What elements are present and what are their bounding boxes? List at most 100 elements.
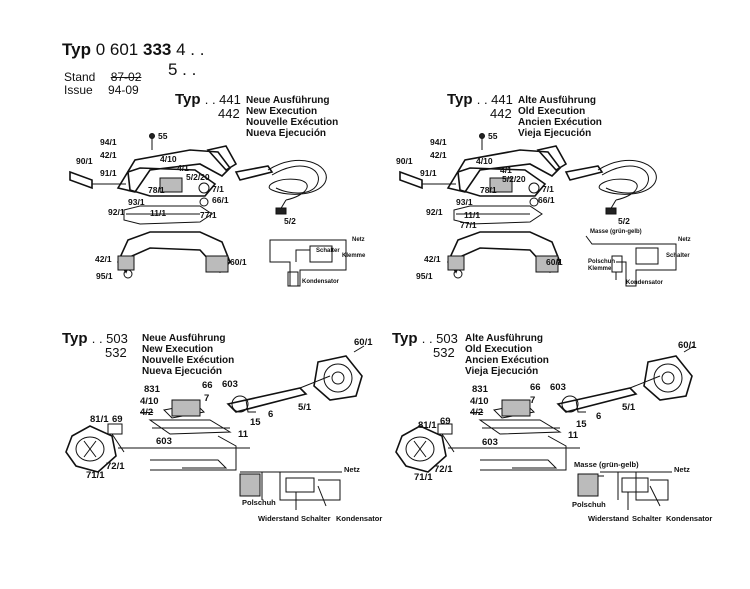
part-label: 603 (550, 382, 566, 393)
part-label: 11 (238, 429, 249, 440)
part-label: 603 (482, 437, 498, 448)
exec-en: Old Execution (465, 344, 533, 355)
wiring-label: Polschuh (242, 498, 276, 507)
part-label: 81/1 (90, 414, 109, 425)
exec-fr: Ancien Exécution (518, 117, 602, 128)
part-label: 92/1 (108, 207, 125, 217)
part-label: 71/1 (86, 470, 105, 481)
part-label: 11/1 (464, 210, 481, 220)
bottom-left-typ-number-1: . . 503 (91, 331, 128, 346)
part-label: 66/1 (538, 195, 555, 205)
part-label: 81/1 (418, 420, 437, 431)
bottom-left-typ-number-2: 532 (105, 345, 127, 360)
wiring-label: Masse (grün-gelb) (574, 460, 639, 469)
wiring-label: Schalter (301, 514, 331, 523)
wiring-label: Netz (678, 237, 691, 243)
part-label: 72/1 (434, 464, 453, 475)
part-label: 93/1 (456, 197, 473, 207)
part-label: 4/10 (470, 396, 489, 407)
part-label: 60/1 (546, 257, 563, 267)
stand-label: Stand (64, 70, 96, 84)
part-label: 77/1 (460, 220, 477, 230)
top-right-wiring (585, 235, 677, 287)
exec-es: Nueva Ejecución (142, 366, 223, 377)
stand-row: Stand 87-02 (64, 71, 141, 84)
wiring-label: Kondensator (626, 280, 664, 286)
exec-es: Nueva Ejecución (246, 128, 327, 139)
part-label: 60/1 (354, 337, 373, 348)
top-right-execution: Alte Ausführung Old Execution Ancien Exé… (518, 95, 602, 139)
part-label: 72/1 (106, 461, 125, 472)
part-suffix-line1: 4 . . (176, 40, 205, 59)
part-label: 95/1 (96, 271, 113, 281)
exec-en: New Execution (142, 344, 214, 355)
part-label: 11/1 (150, 208, 167, 218)
part-label: 6 (596, 411, 602, 422)
exec-de: Neue Ausführung (142, 333, 226, 344)
part-label: 42/1 (95, 254, 112, 264)
part-label: 91/1 (100, 168, 117, 178)
part-label: 78/1 (148, 185, 165, 195)
part-label: 15 (576, 419, 587, 430)
wiring-label: Schalter (316, 248, 340, 254)
issue-value: 94-09 (108, 83, 139, 97)
top-right-typ-number-2: 442 (490, 106, 512, 121)
bottom-left-execution: Neue Ausführung New Execution Nouvelle E… (142, 333, 234, 377)
part-label: 4/2 (140, 407, 154, 418)
wiring-label: Widerstand (258, 514, 299, 523)
top-left-typ-number-1: . . 441 (204, 92, 241, 107)
wiring-label: Schalter (632, 514, 662, 523)
part-label: 5/2/20 (186, 172, 210, 182)
part-label: 55 (158, 131, 168, 141)
part-label: 7/1 (542, 184, 554, 194)
part-label: 5/2 (618, 216, 630, 226)
part-label: 78/1 (480, 185, 497, 195)
typ-word: Typ (62, 40, 91, 59)
top-right-typ: Typ . . 441 (447, 91, 513, 108)
part-label: 831 (472, 384, 488, 395)
part-label: 60/1 (230, 257, 247, 267)
wiring-label: Kondensator (336, 514, 383, 523)
bottom-right-typ-number-2: 532 (433, 345, 455, 360)
exec-fr: Nouvelle Exécution (246, 117, 339, 128)
exec-de: Neue Ausführung (246, 95, 330, 106)
wiring-label: Polschuh (588, 259, 616, 265)
bottom-right-typ: Typ . . 503 (392, 330, 458, 347)
issue-label: Issue (64, 83, 93, 97)
bottom-right-typ-number-1: . . 503 (421, 331, 458, 346)
wiring-label: Netz (674, 465, 690, 474)
part-label: 4/10 (476, 156, 493, 166)
part-label: 60/1 (678, 340, 697, 351)
wiring-label: Kondensator (302, 279, 340, 285)
wiring-label: Masse (grün-gelb) (590, 229, 642, 235)
exec-fr: Nouvelle Exécution (142, 355, 235, 366)
part-label: 66/1 (212, 195, 229, 205)
bottom-right-shaft-assembly (395, 345, 695, 473)
exec-es: Vieja Ejecución (518, 128, 592, 139)
wiring-label: Netz (344, 465, 360, 474)
wiring-label: Schalter (666, 253, 690, 259)
part-label: 5/1 (622, 402, 636, 413)
top-right-handle-assembly (399, 133, 657, 279)
bottom-left-typ: Typ . . 503 (62, 330, 128, 347)
part-label: 7/1 (212, 184, 224, 194)
exec-de: Alte Ausführung (518, 95, 596, 106)
top-left-handle-assembly (69, 133, 347, 287)
part-label: 42/1 (430, 150, 447, 160)
part-label: 69 (440, 416, 451, 427)
part-label: 603 (156, 436, 172, 447)
part-label: 90/1 (396, 156, 413, 166)
wiring-label: Klemme (588, 266, 612, 272)
wiring-label: Widerstand (588, 514, 629, 523)
part-label: 66 (530, 382, 541, 393)
wiring-label: Klemme (342, 253, 366, 259)
bottom-right-execution: Alte Ausführung Old Execution Ancien Exé… (465, 333, 549, 377)
exec-en: Old Execution (518, 106, 586, 117)
part-label: 55 (488, 131, 498, 141)
part-label: 7 (204, 393, 210, 404)
part-number-bold: 333 (142, 40, 172, 59)
part-label: 11 (568, 430, 579, 441)
part-label: 94/1 (100, 137, 117, 147)
bottom-left-wiring (239, 471, 342, 510)
